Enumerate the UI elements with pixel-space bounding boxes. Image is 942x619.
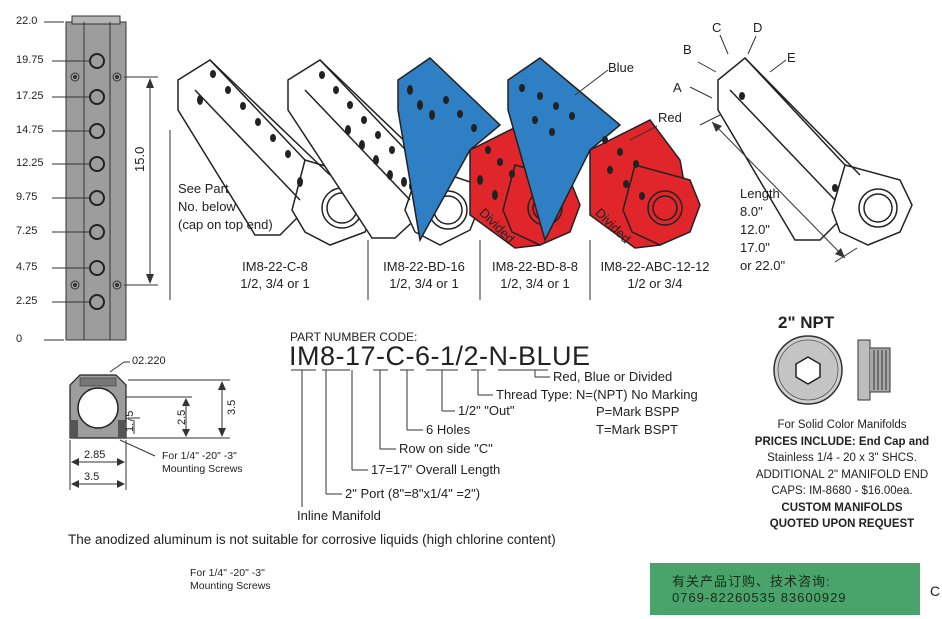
part-code-item: P=Mark BSPP <box>596 404 680 419</box>
npt-end-cap <box>773 335 891 405</box>
scale-tick: 19.75 <box>16 54 44 66</box>
scale-tick: 22.0 <box>16 15 38 27</box>
part-code-example: IM8-17-C-6-1/2-N-BLUE <box>289 341 591 371</box>
scale-tick: 0 <box>16 333 23 345</box>
scale-tick: 17.25 <box>16 90 44 102</box>
part-code-heading: PART NUMBER CODE: <box>290 330 418 344</box>
side-letter: D <box>753 20 763 35</box>
scale-tick: 9.75 <box>16 191 38 203</box>
part-code-item: 2" Port (8"=8"x1/4" =2") <box>345 486 481 501</box>
side-letter: E <box>787 50 796 65</box>
part-code-item: 6 Holes <box>426 422 471 437</box>
dim-3-5-height: 3.5 <box>226 399 238 415</box>
dim-diameter: 02.220 <box>132 355 166 367</box>
red-label: Red <box>658 110 682 125</box>
manifold-white-3 <box>717 56 913 246</box>
part-code-item: 17=17" Overall Length <box>371 462 501 477</box>
scale-tick: 14.75 <box>16 124 44 136</box>
part-code-item: Red, Blue or Divided <box>553 369 673 384</box>
side-letter: A <box>673 80 682 95</box>
length-options: Length 8.0" 12.0" 17.0" or 22.0" <box>740 186 786 273</box>
contact-line-1: 有关产品订购、技术咨询: <box>672 574 831 589</box>
npt-title: 2" NPT <box>778 313 835 332</box>
npt-info: For Solid Color Manifolds PRICES INCLUDE… <box>754 419 930 530</box>
side-view-manifold <box>65 15 127 341</box>
dim-2-5-height: 2.5 <box>176 409 188 425</box>
warning-text: The anodized aluminum is not suitable fo… <box>68 532 556 547</box>
manifold-divided-2 <box>507 57 701 249</box>
part-code-item: Thread Type: N=(NPT) No Marking <box>496 387 698 402</box>
side-letter: B <box>683 42 692 57</box>
dim-1-75-height: 1.75 <box>124 410 136 432</box>
side-letter: C <box>712 20 722 35</box>
contact-line-2: 0769-82260535 83600929 <box>672 590 847 605</box>
mounting-screws-note: For 1/4" -20" -3"Mounting Screws <box>162 450 243 475</box>
end-view <box>69 374 127 439</box>
mounting-screws-note-2: For 1/4" -20" -3"Mounting Screws <box>190 567 271 592</box>
part-code-item: Inline Manifold <box>297 508 381 523</box>
part-code-item: T=Mark BSPT <box>596 422 678 437</box>
contact-box: 有关产品订购、技术咨询: 0769-82260535 83600929 <box>650 563 920 615</box>
blue-label: Blue <box>608 60 635 75</box>
dim-2-85-width: 2.85 <box>84 449 106 461</box>
corner-char: C <box>930 583 941 599</box>
scale-tick: 2.25 <box>16 295 38 307</box>
part-code-item: Row on side "C" <box>399 441 493 456</box>
dim-3-5-width: 3.5 <box>84 471 100 483</box>
scale-tick: 4.75 <box>16 261 38 273</box>
scale-tick: 7.25 <box>16 225 38 237</box>
dim-15: 15.0 <box>132 146 147 172</box>
scale-tick: 12.25 <box>16 157 44 169</box>
part-code-item: 1/2" "Out" <box>458 403 515 418</box>
